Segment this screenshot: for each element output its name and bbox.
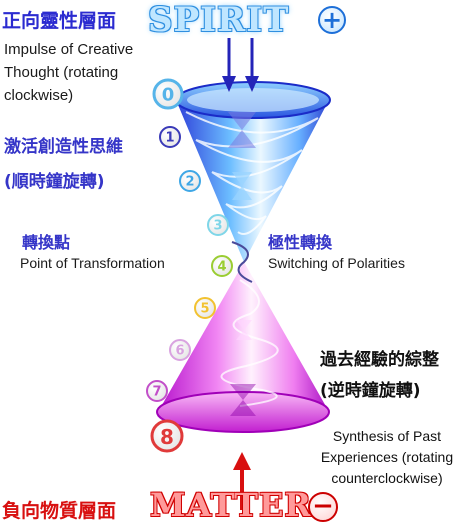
stage-marker-circle xyxy=(207,214,229,236)
lower-cone xyxy=(156,262,330,433)
stage-marker-circle xyxy=(159,126,181,148)
polarities-label-cn: 極性轉換 xyxy=(268,233,333,252)
stage-marker-circle xyxy=(152,78,184,110)
polarities-label-en: Switching of Polarities xyxy=(268,255,405,271)
past-synthesis-caption-cn: 過去經驗的綜整(逆時鐘旋轉) xyxy=(320,350,439,401)
waist-swirl xyxy=(231,241,253,283)
plus-sign-icon: + xyxy=(318,6,346,34)
stage-marker-circle xyxy=(169,339,191,361)
stage-marker-circle xyxy=(146,380,168,402)
stage-marker-number: 2 xyxy=(185,175,194,190)
upper-cone xyxy=(175,81,331,262)
stage-marker-7: 7 xyxy=(146,380,168,402)
stage-marker-number: 6 xyxy=(175,344,184,359)
up-arrow-icon xyxy=(233,452,251,510)
stage-markers: 0 1 2 3 4 5 6 7 8 xyxy=(146,78,233,453)
impulse-caption-en: Impulse of Creative Thought (rotating cl… xyxy=(4,41,134,104)
past-synthesis-caption-en: Synthesis of Past Experiences (rotating … xyxy=(320,428,454,486)
stage-marker-3: 3 xyxy=(207,214,229,236)
material-plane-title-cn: 負向物質層面 xyxy=(2,500,117,522)
spiritual-plane-title-cn: 正向靈性層面 xyxy=(2,10,117,32)
stage-marker-number: 5 xyxy=(200,302,209,317)
stage-marker-circle xyxy=(150,419,184,453)
minus-sign-icon: − xyxy=(308,492,338,522)
stage-marker-5: 5 xyxy=(194,297,216,319)
stage-marker-8: 8 xyxy=(150,419,184,453)
stage-marker-number: 7 xyxy=(152,385,161,400)
stage-marker-0: 0 xyxy=(152,78,184,110)
matter-title: MATTER xyxy=(150,486,312,524)
stage-marker-circle xyxy=(194,297,216,319)
stage-marker-number: 4 xyxy=(217,260,226,275)
stage-marker-2: 2 xyxy=(179,170,201,192)
impulse-caption-cn-line2: (順時鐘旋轉) xyxy=(4,172,105,192)
stage-marker-number: 3 xyxy=(213,219,222,234)
transformation-label-cn: 轉換點 xyxy=(22,233,71,252)
stage-marker-1: 1 xyxy=(159,126,181,148)
spirit-title: SPIRIT xyxy=(148,0,290,40)
impulse-caption-cn-line1: 激活創造性思維 xyxy=(4,137,123,157)
stage-marker-number: 8 xyxy=(160,425,174,449)
transformation-label-en: Point of Transformation xyxy=(20,255,165,271)
stage-marker-4: 4 xyxy=(211,255,233,277)
stage-marker-number: 0 xyxy=(162,85,175,106)
stage-marker-circle xyxy=(211,255,233,277)
stage-marker-number: 1 xyxy=(165,131,174,146)
stage-marker-circle xyxy=(179,170,201,192)
down-arrows-icon xyxy=(222,38,259,92)
stage-marker-6: 6 xyxy=(169,339,191,361)
